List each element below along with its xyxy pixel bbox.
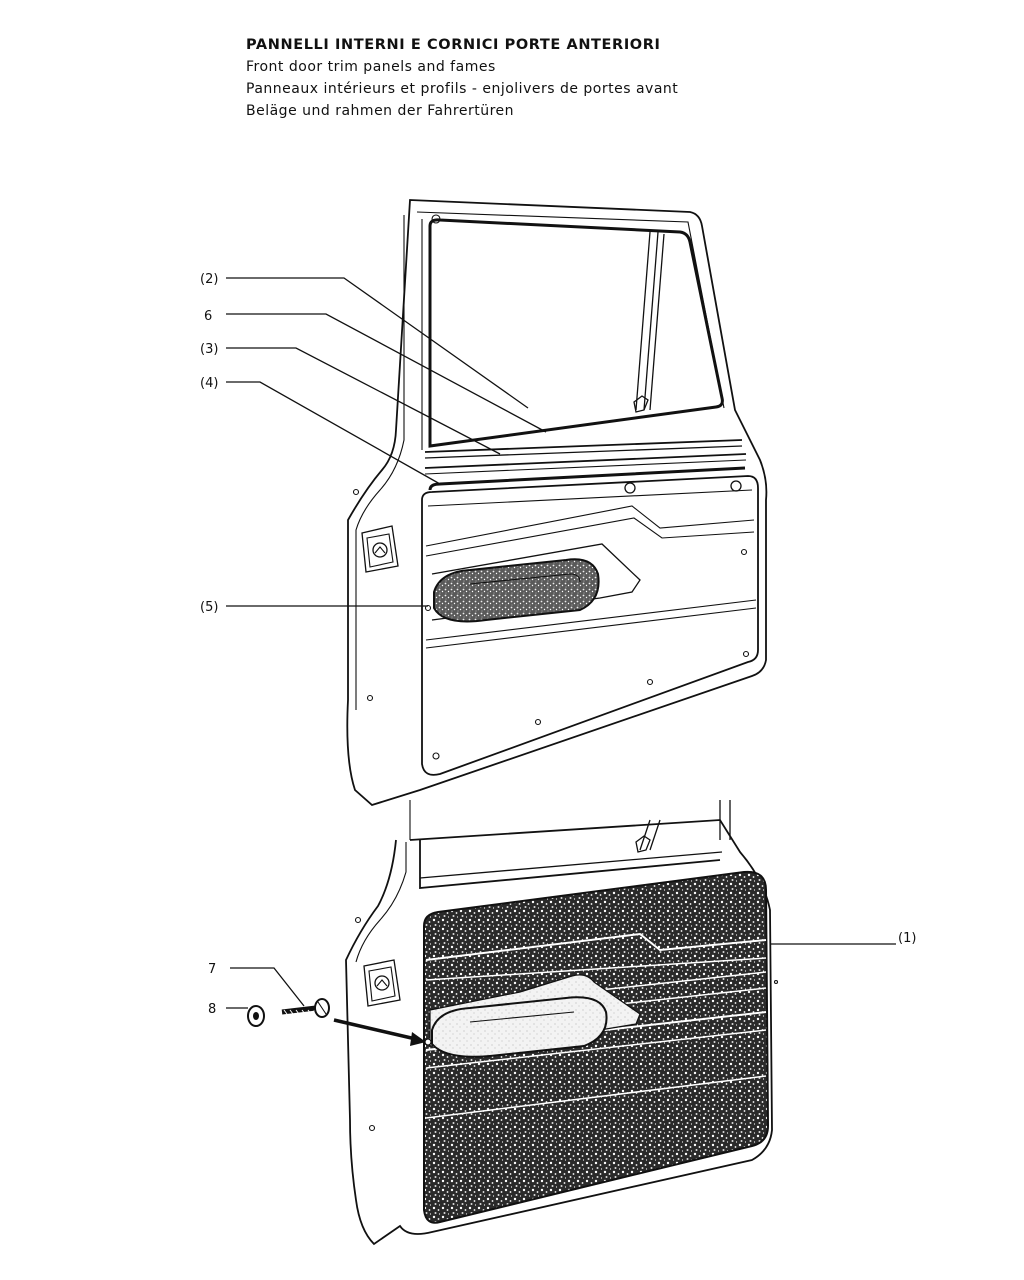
callout-5: (5)	[200, 600, 218, 615]
lower-armrest	[431, 996, 608, 1058]
title-english: Front door trim panels and fames	[246, 59, 496, 75]
upper-armrest	[433, 558, 600, 623]
callout-2: (2)	[200, 272, 218, 287]
callout-8: 8	[208, 1002, 216, 1017]
title-block: PANNELLI INTERNI E CORNICI PORTE ANTERIO…	[246, 34, 678, 122]
washer-part	[247, 1005, 265, 1027]
callout-7: 7	[208, 962, 216, 977]
callout-6: 6	[204, 309, 212, 324]
title-french: Panneaux intérieurs et profils - enjoliv…	[246, 81, 679, 97]
assembly-arrow	[333, 1018, 432, 1046]
title-german: Beläge und rahmen der Fahrertüren	[246, 103, 515, 119]
upper-trim-panel	[421, 475, 759, 776]
upper-door-frame	[346, 199, 768, 807]
callout-4: (4)	[200, 376, 218, 391]
title-italian: PANNELLI INTERNI E CORNICI PORTE ANTERIO…	[246, 37, 661, 53]
leader-lines	[226, 277, 896, 1009]
screw-part	[281, 998, 330, 1018]
callout-1: (1)	[898, 931, 916, 946]
lower-door-frame	[345, 800, 779, 1246]
callout-3: (3)	[200, 342, 218, 357]
